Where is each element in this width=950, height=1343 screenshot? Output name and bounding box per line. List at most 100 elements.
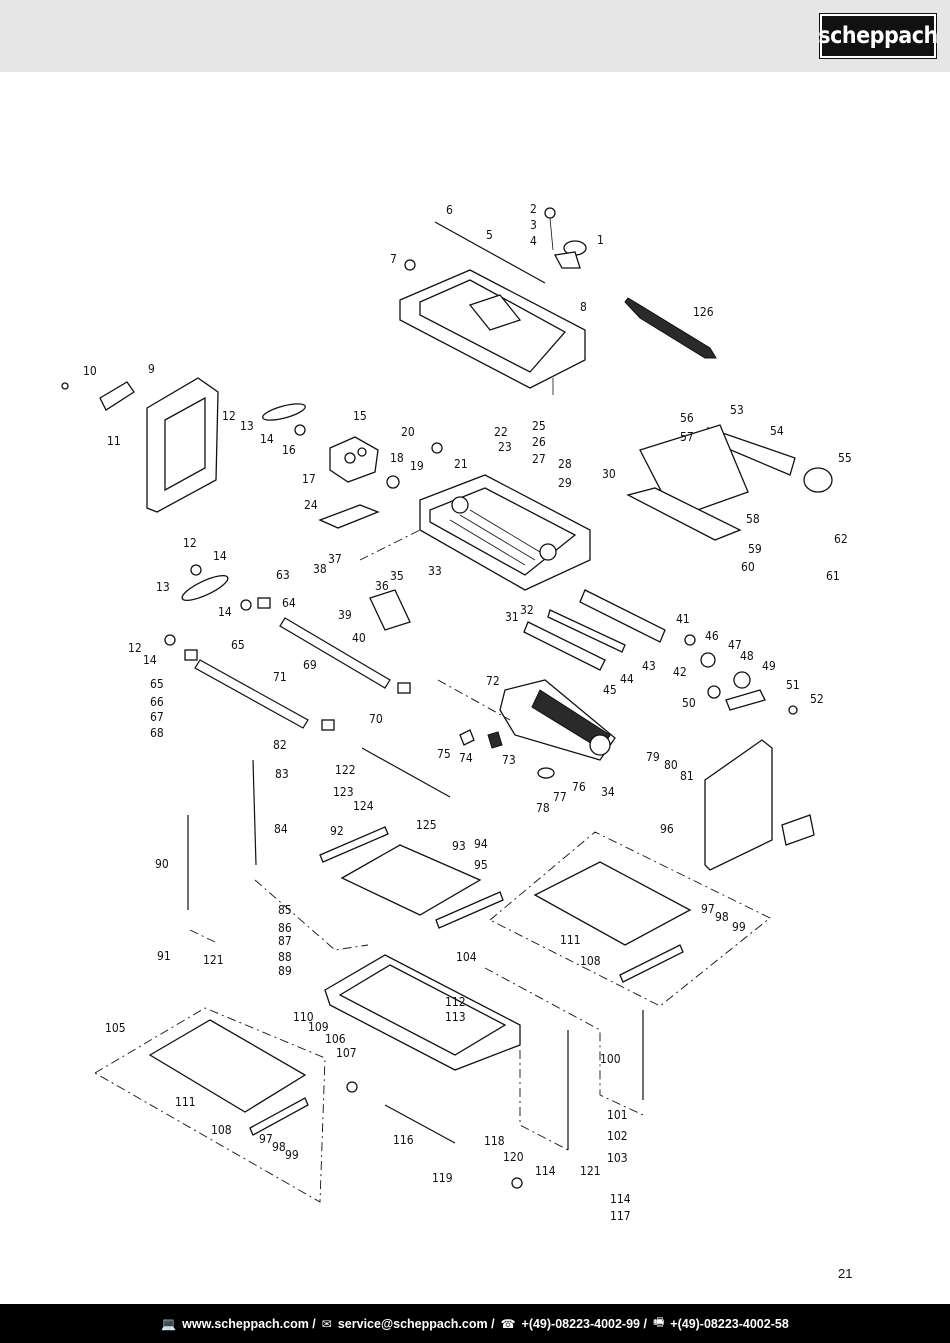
bearing-block-12 — [184, 649, 198, 661]
label-65-b: 65 — [150, 677, 164, 691]
label-122: 122 — [335, 763, 356, 777]
label-67: 67 — [150, 710, 164, 724]
label-117: 117 — [610, 1209, 631, 1223]
label-69: 69 — [303, 658, 317, 672]
label-22: 22 — [494, 425, 508, 439]
label-51: 51 — [786, 678, 800, 692]
label-28: 28 — [558, 457, 572, 471]
phone-icon: ☎ — [500, 1316, 516, 1331]
switch-box-39 — [369, 589, 411, 631]
label-13-a: 13 — [240, 419, 254, 433]
extension-table-96-boundary — [489, 831, 771, 1007]
side-cover-11-inner — [164, 396, 206, 492]
rail-108-right — [619, 944, 684, 983]
label-105: 105 — [105, 1021, 126, 1035]
nut-20 — [431, 442, 443, 454]
extension-table-96 — [533, 861, 692, 946]
brand-logo-text: scheppach — [818, 23, 938, 49]
gearbox-gear-1 — [344, 452, 356, 464]
handle-126 — [624, 297, 717, 359]
label-23: 23 — [498, 440, 512, 454]
blade-44 — [523, 621, 606, 671]
label-73: 73 — [502, 753, 516, 767]
label-114-a: 114 — [535, 1164, 556, 1178]
lift-screw-84 — [252, 759, 257, 866]
label-121-b: 121 — [580, 1164, 601, 1178]
label-123: 123 — [333, 785, 354, 799]
dust-port-55 — [803, 467, 833, 493]
label-94: 94 — [474, 837, 488, 851]
label-14-c: 14 — [218, 605, 232, 619]
label-109: 109 — [308, 1020, 329, 1034]
label-12-b: 12 — [183, 536, 197, 550]
label-97-b: 97 — [259, 1132, 273, 1146]
chain-13-top — [262, 403, 306, 421]
sprocket-14-top — [294, 424, 306, 436]
label-58: 58 — [746, 512, 760, 526]
label-77: 77 — [553, 790, 567, 804]
label-12-c: 12 — [128, 641, 142, 655]
label-61: 61 — [826, 569, 840, 583]
label-5: 5 — [486, 228, 493, 242]
label-91: 91 — [157, 949, 171, 963]
label-39: 39 — [338, 608, 352, 622]
label-74: 74 — [459, 751, 473, 765]
strip-92 — [319, 826, 389, 863]
label-37: 37 — [328, 552, 342, 566]
label-111-a: 111 — [560, 933, 581, 947]
cutter-head-41 — [579, 589, 666, 643]
label-32: 32 — [520, 603, 534, 617]
bearing-46 — [684, 634, 696, 646]
label-71: 71 — [273, 670, 287, 684]
label-10: 10 — [83, 364, 97, 378]
label-125: 125 — [416, 818, 437, 832]
top-cover-window — [468, 294, 522, 331]
frame-rib-1 — [469, 509, 546, 556]
guide-36 — [359, 529, 421, 561]
exploded-parts-diagram: 1 2 3 4 5 6 7 8 9 10 11 12 12 12 13 13 1… — [50, 188, 910, 1233]
label-99-b: 99 — [285, 1148, 299, 1162]
label-3: 3 — [530, 218, 537, 232]
part-labels: 1 2 3 4 5 6 7 8 9 10 11 12 12 12 13 13 1… — [83, 202, 852, 1223]
label-47: 47 — [728, 638, 742, 652]
label-98-a: 98 — [715, 910, 729, 924]
label-121-a: 121 — [203, 953, 224, 967]
gearbox-gear-2 — [357, 447, 367, 457]
guide-91 — [189, 929, 216, 943]
diagram-svg: 1 2 3 4 5 6 7 8 9 10 11 12 12 12 13 13 1… — [61, 202, 852, 1223]
label-25: 25 — [532, 419, 546, 433]
label-34: 34 — [601, 785, 615, 799]
guide-right-screw — [484, 967, 644, 1116]
screw-10 — [61, 382, 69, 390]
nut-52 — [788, 705, 798, 715]
label-57: 57 — [680, 430, 694, 444]
chip-guard-59 — [626, 487, 742, 541]
label-112: 112 — [445, 995, 466, 1009]
label-102: 102 — [607, 1129, 628, 1143]
main-frame-group — [419, 474, 591, 591]
fax-icon: 🖷 — [652, 1315, 665, 1329]
label-20: 20 — [401, 425, 415, 439]
gear-110 — [346, 1081, 358, 1093]
bearing-block-64 — [257, 597, 271, 609]
base-104-inner — [338, 964, 507, 1056]
label-24: 24 — [304, 498, 318, 512]
sprocket-14-bottom — [164, 634, 176, 646]
strip-95 — [435, 891, 504, 929]
frame-boss-left — [451, 496, 469, 514]
component-76 — [537, 767, 555, 779]
label-31: 31 — [505, 610, 519, 624]
label-65-a: 65 — [231, 638, 245, 652]
label-116: 116 — [393, 1133, 414, 1147]
label-17: 17 — [302, 472, 316, 486]
brand-logo: scheppach — [818, 14, 938, 58]
label-19: 19 — [410, 459, 424, 473]
handle-9 — [99, 381, 135, 411]
label-60: 60 — [741, 560, 755, 574]
sprocket-14-low — [240, 599, 252, 611]
frame-rib-3 — [449, 519, 526, 566]
page-footer: 💻 www.scheppach.com / ✉ service@scheppac… — [0, 1304, 950, 1343]
computer-icon: 💻 — [161, 1316, 177, 1331]
label-108-b: 108 — [211, 1123, 232, 1137]
feed-roller-69 — [279, 617, 391, 689]
